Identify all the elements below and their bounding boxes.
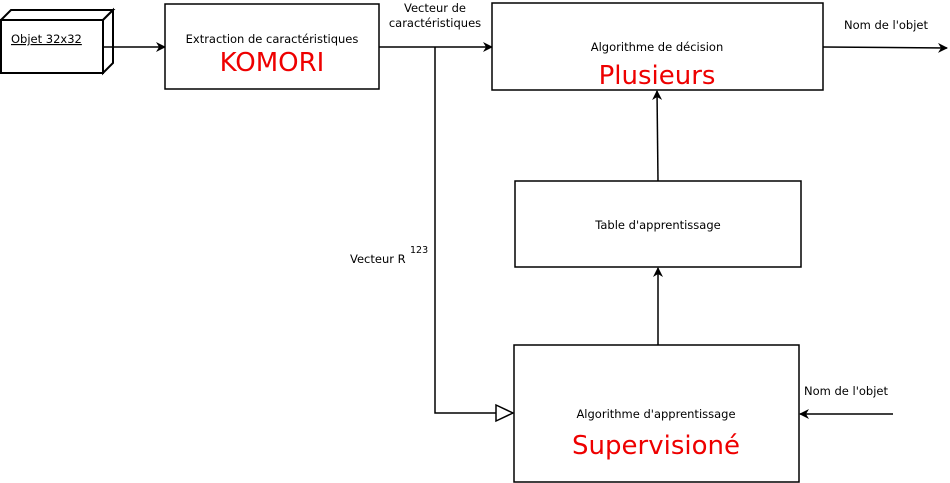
learning-title: Algorithme d'apprentissage [576, 407, 735, 421]
edge-decision-to-output [822, 42, 948, 53]
decision-box: Algorithme de décision Plusieurs [491, 2, 824, 91]
hollow-arrowhead [495, 403, 515, 423]
object-cube-label: Objet 32x32 [11, 32, 82, 46]
feature-vector-label-line1: Vecteur de [404, 1, 466, 15]
vector-r-exponent: 123 [410, 245, 428, 256]
extraction-name: KOMORI [220, 48, 325, 78]
decision-name: Plusieurs [599, 61, 716, 91]
edge-table-to-decision [652, 90, 663, 182]
learning-box: Algorithme d'apprentissage Supervisioné [513, 344, 800, 483]
object-cube: Objet 32x32 [0, 7, 116, 76]
extraction-box: Extraction de caractéristiques KOMORI [164, 3, 380, 90]
table-title: Table d'apprentissage [594, 218, 720, 232]
output-name-label: Nom de l'objet [844, 18, 928, 32]
learning-name: Supervisioné [572, 431, 740, 461]
edge-vector-to-learning [434, 47, 496, 414]
feature-vector-label-line2: caractéristiques [389, 16, 481, 30]
decision-title: Algorithme de décision [591, 40, 724, 54]
table-box: Table d'apprentissage [514, 180, 802, 268]
vector-r-label: Vecteur R [350, 252, 406, 266]
extraction-title: Extraction de caractéristiques [186, 32, 359, 46]
input-name-label: Nom de l'objet [804, 384, 888, 398]
